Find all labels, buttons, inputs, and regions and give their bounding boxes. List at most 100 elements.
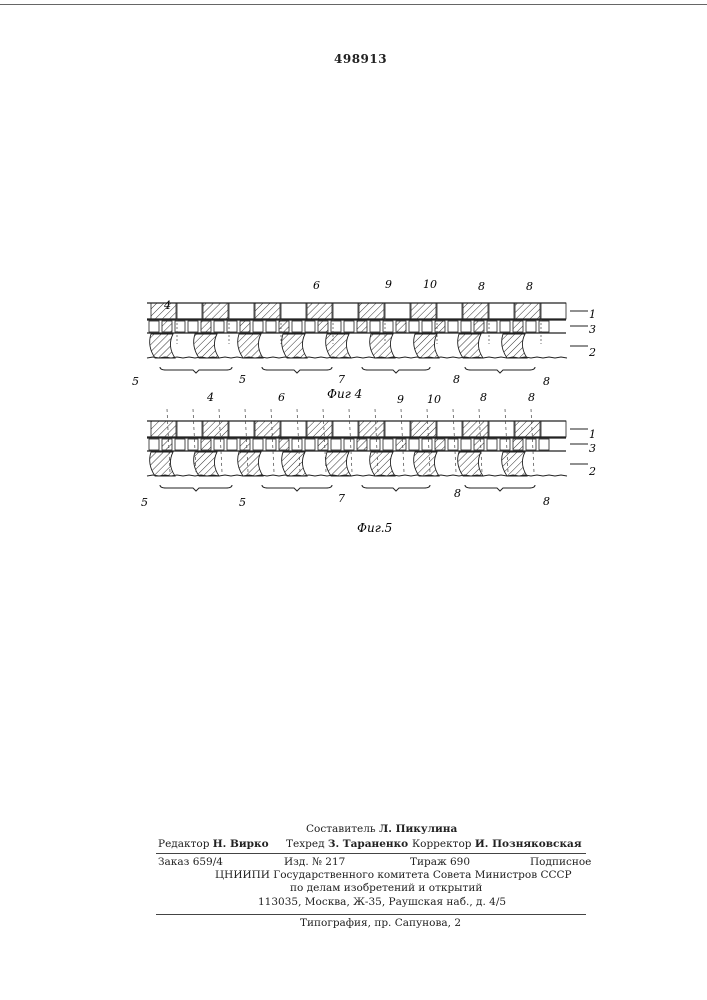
middle-layer-cell [162, 439, 172, 450]
top-layer-block [541, 421, 566, 437]
compiler-line: Составитель Л. Пикулина [306, 823, 457, 835]
fig5-label-5b: 5 [239, 496, 246, 509]
bottom-edge [147, 357, 567, 358]
middle-layer-cell [487, 321, 497, 332]
bottom-layer-block [414, 452, 439, 476]
middle-layer-cell [331, 439, 341, 450]
middle-layer-cell [500, 321, 510, 332]
corrector-name: И. Позняковская [475, 838, 582, 850]
fig5-label-6: 6 [278, 391, 285, 404]
middle-layer-cell [292, 439, 302, 450]
bottom-layer-block [502, 334, 527, 358]
fig4-label-9: 9 [385, 278, 392, 291]
fig5-label-7: 7 [338, 492, 345, 505]
middle-layer-cell [253, 439, 263, 450]
top-layer-block [177, 421, 202, 437]
middle-layer-cell [305, 321, 315, 332]
middle-layer-cell [383, 321, 393, 332]
middle-layer-cell [240, 439, 250, 450]
middle-layer-cell [539, 439, 549, 450]
fig5-label-1: 1 [589, 428, 596, 441]
printer: Типография, пр. Сапунова, 2 [300, 917, 461, 929]
group-bracket [262, 485, 332, 491]
middle-layer-cell [461, 321, 471, 332]
middle-layer-cell [370, 439, 380, 450]
fig4-label-5a: 5 [132, 375, 139, 388]
middle-layer-cell [162, 321, 172, 332]
fig4-label-2: 2 [588, 346, 596, 359]
fig5-label-2: 2 [588, 465, 596, 478]
fig4-label-7: 7 [338, 373, 345, 386]
bottom-layer-block [150, 452, 175, 476]
middle-layer-cell [175, 321, 185, 332]
techred-line: Техред З. Тараненко [286, 838, 408, 850]
bottom-layer-block [370, 334, 395, 358]
middle-layer-cell [474, 439, 484, 450]
middle-layer-cell [370, 321, 380, 332]
middle-layer-cell [240, 321, 250, 332]
top-layer-block [437, 421, 462, 437]
top-layer-block [229, 421, 254, 437]
top-layer-block [463, 303, 488, 319]
editor-name: Н. Вирко [213, 838, 269, 850]
compiler-label: Составитель [306, 823, 376, 835]
middle-layer-cell [305, 439, 315, 450]
figure-4: 4 6 9 10 8 8 1 3 2 5 5 7 8 8 Фиг 4 [132, 278, 596, 401]
footer-rule-1 [156, 853, 586, 854]
group-bracket [362, 485, 430, 491]
top-layer-block [515, 303, 540, 319]
fig5-label-8d: 8 [543, 495, 550, 508]
flow-line [271, 409, 274, 472]
group-bracket [465, 367, 535, 373]
flow-line [531, 409, 534, 472]
circulation: Тираж 690 [410, 856, 470, 868]
middle-layer-cell [266, 321, 276, 332]
address: 113035, Москва, Ж-35, Раушская наб., д. … [258, 896, 506, 908]
top-layer-block [489, 303, 514, 319]
middle-layer-cell [188, 439, 198, 450]
fig5-label-10: 10 [427, 393, 441, 406]
fig4-label-8a: 8 [478, 280, 485, 293]
top-layer-block [463, 421, 488, 437]
figure-4-drawing [147, 303, 588, 373]
top-layer-block [229, 303, 254, 319]
bottom-layer-block [194, 452, 219, 476]
middle-layer-cell [396, 439, 406, 450]
corrector-line: Корректор И. Позняковская [412, 838, 582, 850]
middle-layer-cell [448, 321, 458, 332]
top-layer-block [255, 303, 280, 319]
middle-layer-cell [331, 321, 341, 332]
fig4-label-6: 6 [313, 279, 320, 292]
issue-number: Изд. № 217 [284, 856, 345, 868]
group-bracket [362, 367, 430, 373]
middle-layer-cell [149, 321, 159, 332]
order-number: Заказ 659/4 [158, 856, 223, 868]
top-layer-block [411, 303, 436, 319]
techred-name: З. Тараненко [328, 838, 408, 850]
middle-layer-cell [422, 321, 432, 332]
top-layer-block [281, 421, 306, 437]
top-layer-block [203, 303, 228, 319]
middle-layer-cell [292, 321, 302, 332]
middle-layer-cell [513, 439, 523, 450]
bottom-layer-block [458, 452, 483, 476]
flow-line [349, 409, 352, 472]
fig4-caption: Фиг 4 [327, 387, 362, 401]
middle-layer-cell [526, 439, 536, 450]
middle-layer-cell [201, 439, 211, 450]
corrector-label: Корректор [412, 838, 472, 850]
subscription: Подписное [530, 856, 591, 868]
middle-layer-cell [344, 321, 354, 332]
top-layer-block [411, 421, 436, 437]
bottom-layer-block [150, 334, 175, 358]
fig5-label-3: 3 [589, 442, 596, 455]
middle-layer-cell [357, 321, 367, 332]
middle-layer-cell [461, 439, 471, 450]
middle-layer-cell [513, 321, 523, 332]
middle-layer-cell [357, 439, 367, 450]
bottom-layer-block [414, 334, 439, 358]
middle-layer-cell [227, 321, 237, 332]
bottom-layer-block [238, 334, 263, 358]
footer-rule-2 [156, 914, 586, 915]
top-layer-block [151, 421, 176, 437]
